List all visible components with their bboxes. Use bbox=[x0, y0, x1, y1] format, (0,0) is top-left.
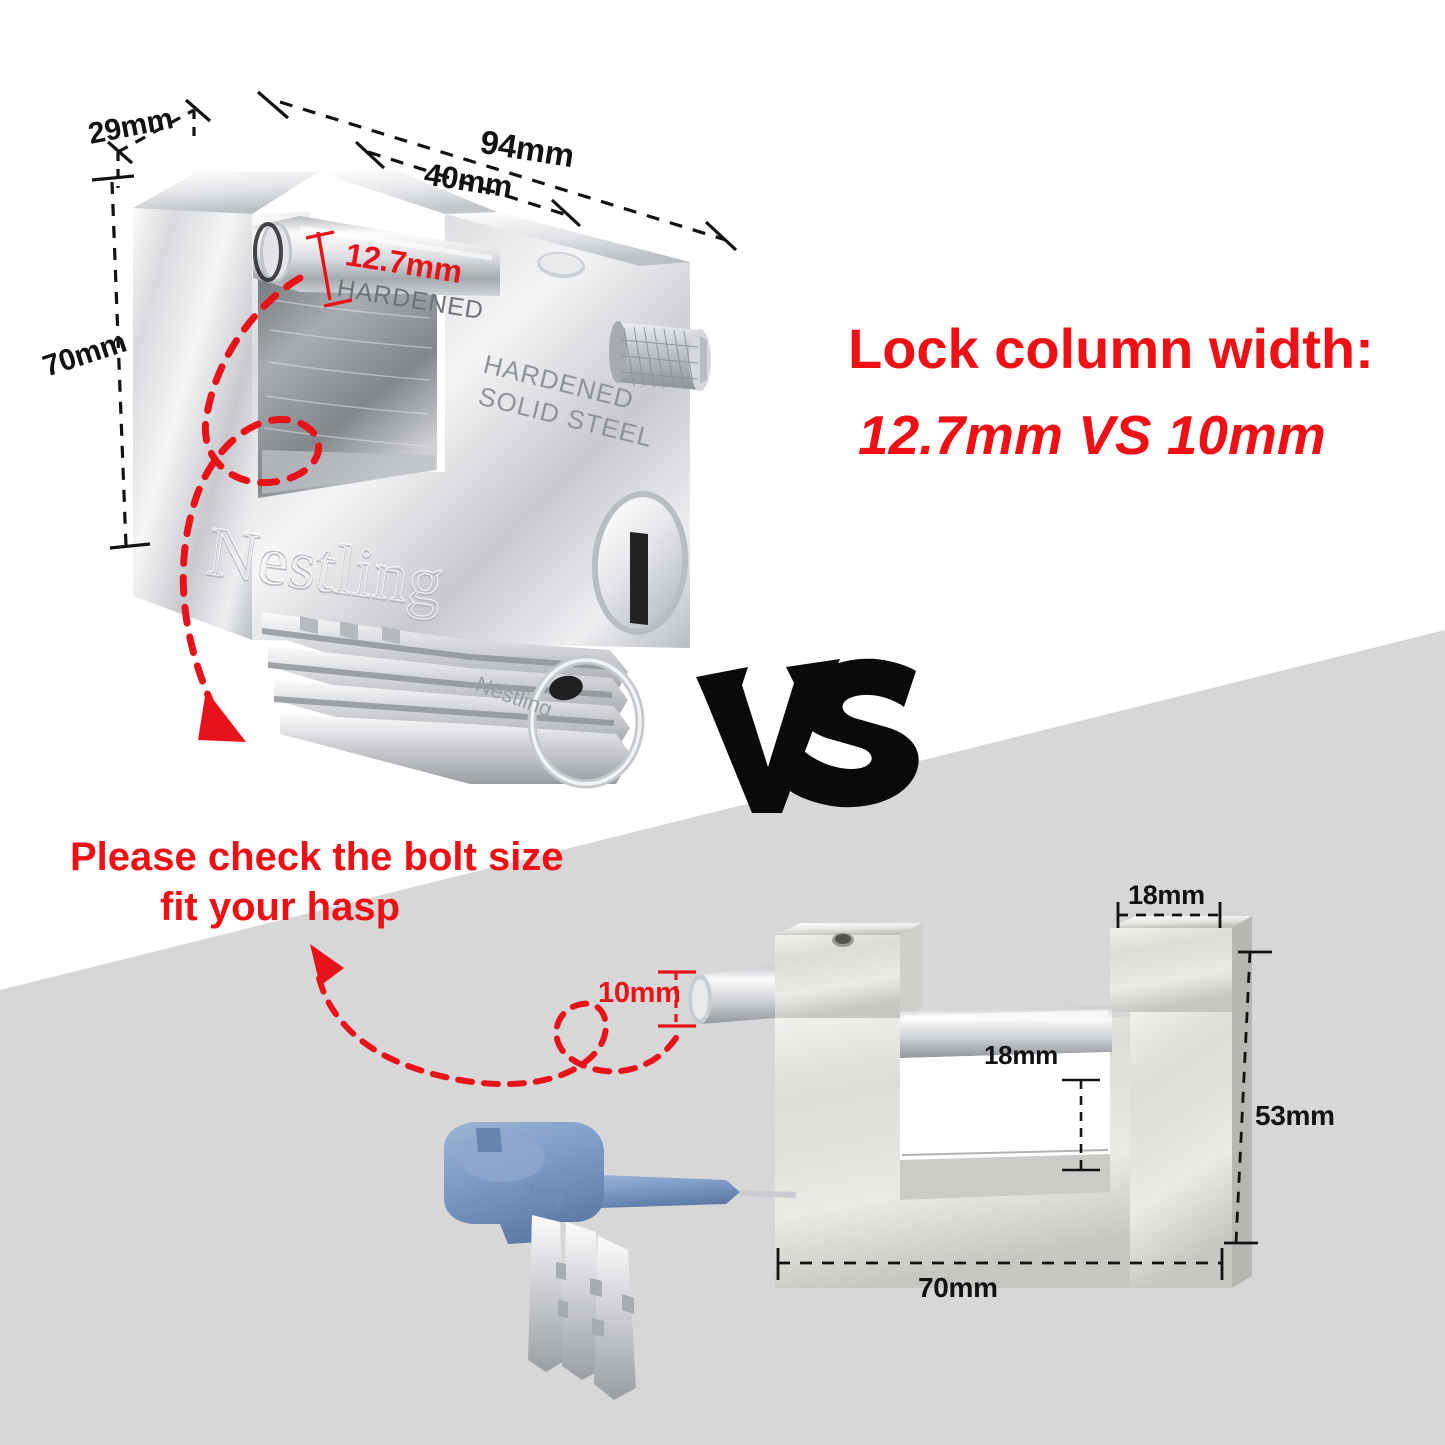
dimension-label-53mm: 53mm bbox=[1255, 1100, 1335, 1131]
caption-line-2: fit your hasp bbox=[160, 885, 401, 929]
bottom-product-region bbox=[300, 900, 1300, 1420]
versus-mark: VS bbox=[690, 655, 920, 815]
headline-line-1: Lock column width: bbox=[848, 317, 1374, 380]
caption-line-1: Please check the bolt size bbox=[70, 835, 564, 879]
top-product-region bbox=[92, 92, 812, 812]
headline-line-2: 12.7mm VS 10mm bbox=[858, 404, 1326, 466]
dimension-label-70mm-bottom: 70mm bbox=[918, 1272, 998, 1303]
dimension-label-10mm: 10mm bbox=[598, 977, 681, 1009]
dimension-label-18mm-shoulder: 18mm bbox=[1128, 880, 1205, 910]
dimension-label-18mm-gap: 18mm bbox=[984, 1040, 1058, 1070]
